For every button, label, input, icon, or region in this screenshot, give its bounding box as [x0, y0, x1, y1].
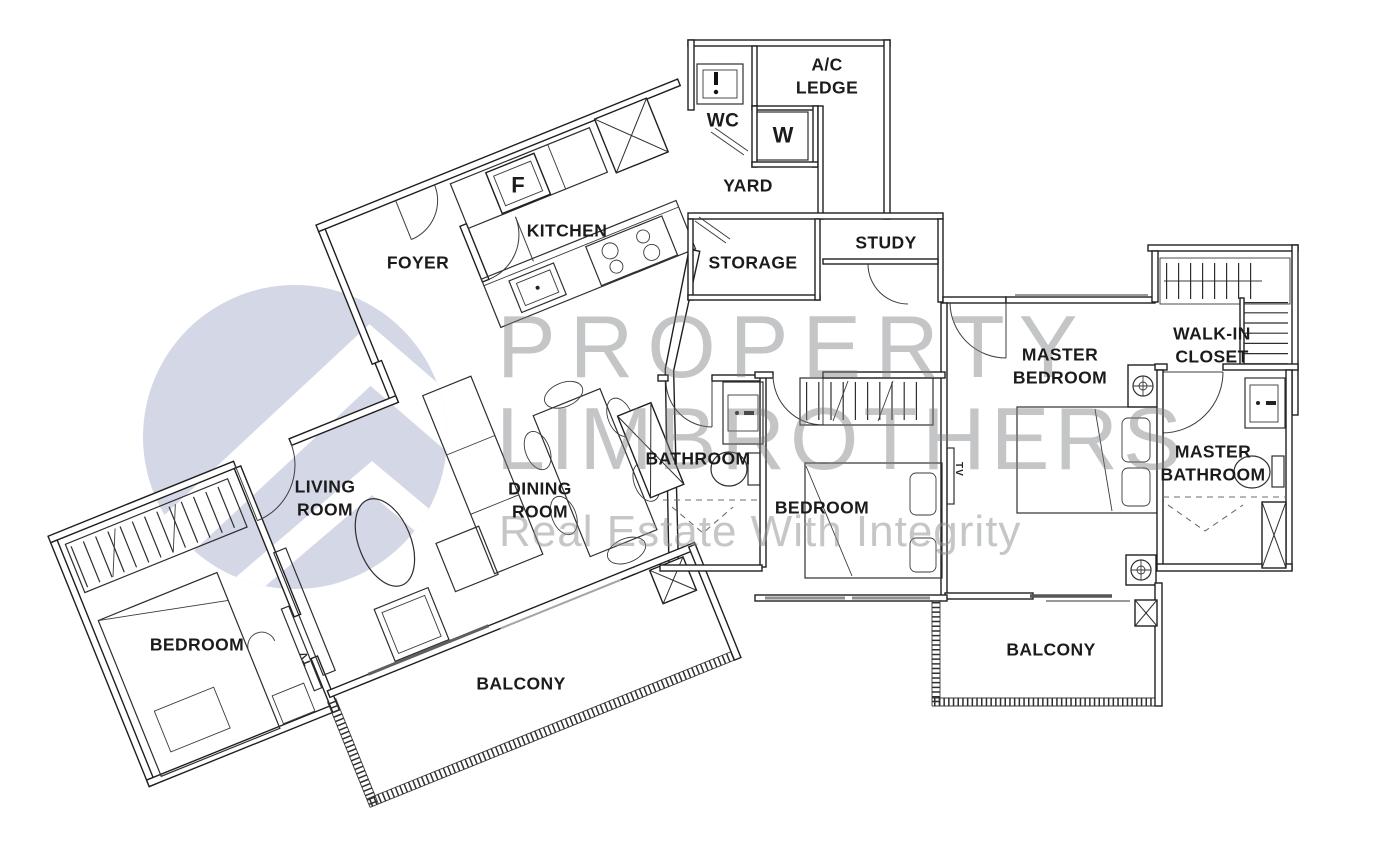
balcony-main-railing	[326, 543, 742, 808]
right-wing: TV	[657, 39, 1299, 707]
left-wing-doors	[234, 184, 534, 522]
bathroom-fixtures	[657, 374, 767, 572]
master-bathroom-fixtures	[1156, 369, 1293, 572]
balcony-master-railing	[931, 582, 1163, 707]
balcony-sliding-windows	[326, 541, 699, 699]
left-wing: TV	[47, 78, 742, 808]
bedroom-mid-area	[754, 371, 948, 602]
living-room-furniture	[272, 375, 544, 677]
yard-wc-acledge	[687, 39, 891, 220]
walk-in-closet-area	[1147, 244, 1299, 434]
master-bed: TV	[946, 406, 1158, 514]
left-wing-walls	[47, 78, 701, 788]
tv-label: TV	[298, 649, 314, 667]
study-storage-walls	[687, 212, 944, 305]
master-bedroom-walls	[940, 294, 1159, 602]
kitchen-fixtures	[449, 97, 697, 329]
brand-logo-icon	[143, 285, 447, 589]
bedroom-left-furniture: TV	[64, 477, 323, 778]
tv-label: TV	[953, 462, 964, 477]
